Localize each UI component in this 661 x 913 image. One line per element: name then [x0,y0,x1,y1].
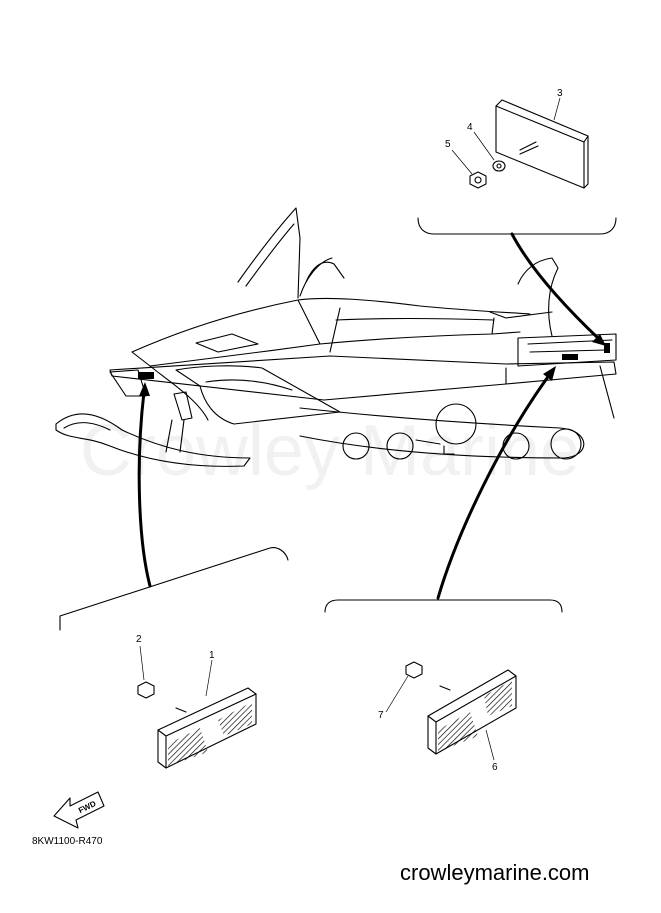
leader-arrows [137,232,606,600]
callout-6: 6 [492,762,498,773]
callout-7: 7 [378,710,384,721]
part-reflector-6 [427,669,517,761]
part-code: 8KW1100-R470 [32,836,103,847]
site-link[interactable]: crowleymarine.com [400,860,590,885]
label-rear-right [562,354,578,360]
part-nut-2 [137,645,155,699]
callout-4: 4 [467,122,473,133]
part-nut-7 [385,661,423,713]
callout-box-rear [417,217,617,235]
part-reflector-3 [495,97,589,189]
part-washer-4 [473,131,506,172]
label-front [138,372,154,379]
callout-box-front [59,547,289,631]
callout-numbers: 3 4 5 2 1 7 6 [136,88,563,773]
callout-box-side [324,599,563,613]
callout-1: 1 [209,650,215,661]
callout-3: 3 [557,88,563,99]
watermark: Crowley Marine [79,411,581,491]
part-nut-5 [451,149,487,189]
fwd-arrow-icon: FWD [53,791,105,829]
snowmobile-illustration [55,207,617,467]
callout-2: 2 [136,634,142,645]
label-rear-top [604,343,610,353]
callout-5: 5 [445,139,451,150]
part-reflector-1 [157,659,257,769]
